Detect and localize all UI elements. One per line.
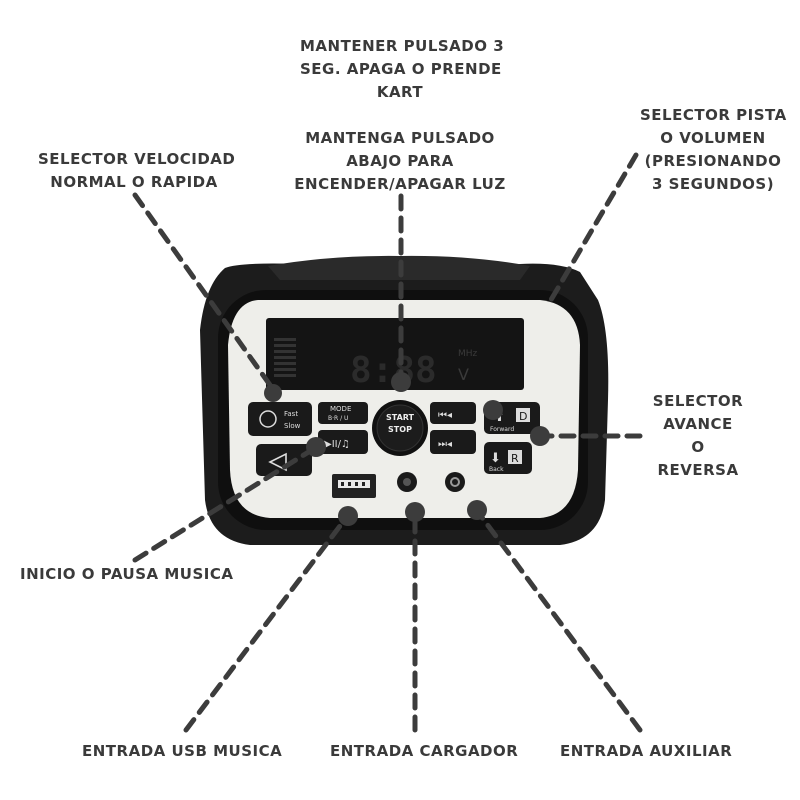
down-arrow-icon: ⬇: [490, 451, 501, 466]
svg-text:Slow: Slow: [284, 422, 301, 430]
previous-track-button[interactable]: ⏮◂: [430, 402, 476, 424]
dot-play-pause: [306, 437, 326, 457]
label-speed: SELECTOR VELOCIDAD NORMAL O RAPIDA: [38, 150, 236, 191]
start-stop-button[interactable]: START STOP: [372, 400, 428, 456]
dot-track-volume: [483, 400, 503, 420]
svg-text:START: START: [386, 413, 415, 422]
dot-charger: [405, 502, 425, 522]
leader-aux: [475, 509, 643, 733]
label-charger: ENTRADA CARGADOR: [330, 742, 519, 760]
play-pause-button[interactable]: ▶II/♫: [318, 430, 368, 454]
dot-aux: [467, 500, 487, 520]
svg-text:Fast: Fast: [284, 410, 298, 418]
lcd-display: [266, 318, 524, 390]
label-usb: ENTRADA USB MUSICA: [82, 742, 283, 760]
previous-icon: ⏮◂: [438, 410, 452, 421]
leader-usb: [183, 515, 349, 733]
leader-speed: [132, 192, 273, 388]
label-play-pause: INICIO O PAUSA MUSICA: [20, 565, 234, 583]
leader-track-volume: [545, 152, 639, 308]
svg-text:D: D: [519, 410, 527, 423]
lcd-mhz: MHz: [458, 349, 478, 359]
svg-text:R: R: [511, 452, 519, 465]
aux-port[interactable]: [445, 472, 465, 492]
next-icon: ⏭◂: [438, 439, 452, 450]
mode-button[interactable]: MODE B·R / U: [318, 402, 368, 424]
svg-text:STOP: STOP: [388, 425, 412, 434]
horn-icon: [268, 452, 287, 472]
label-power-kart: MANTENER PULSADO 3 SEG. APAGA O PRENDE K…: [300, 37, 505, 101]
dot-speed: [264, 384, 282, 402]
turtle-icon: [259, 410, 277, 428]
dot-light: [391, 372, 411, 392]
next-track-button[interactable]: ⏭◂: [430, 430, 476, 454]
svg-text:MODE: MODE: [330, 405, 351, 413]
lcd-level-bars: [274, 338, 296, 377]
back-button[interactable]: R ⬇ Back: [484, 442, 532, 474]
lcd-v: V: [458, 365, 469, 384]
speed-button[interactable]: Fast Slow: [248, 402, 312, 436]
svg-text:Back: Back: [489, 466, 504, 473]
usb-port[interactable]: [332, 474, 376, 498]
svg-text:Forward: Forward: [490, 426, 514, 433]
svg-text:B·R / U: B·R / U: [328, 415, 348, 422]
dot-usb: [338, 506, 358, 526]
leader-play-pause: [132, 445, 318, 563]
label-light: MANTENGA PULSADO ABAJO PARA ENCENDER/APA…: [294, 129, 506, 193]
horn-button[interactable]: [256, 444, 312, 476]
play-pause-icon: ▶II/♫: [324, 439, 350, 450]
dot-direction: [530, 426, 550, 446]
charger-port[interactable]: [397, 472, 417, 492]
label-track-volume: SELECTOR PISTA O VOLUMEN (PRESIONANDO 3 …: [640, 106, 787, 193]
label-direction: SELECTOR AVANCE O REVERSA: [652, 392, 744, 479]
label-aux: ENTRADA AUXILIAR: [560, 742, 733, 760]
